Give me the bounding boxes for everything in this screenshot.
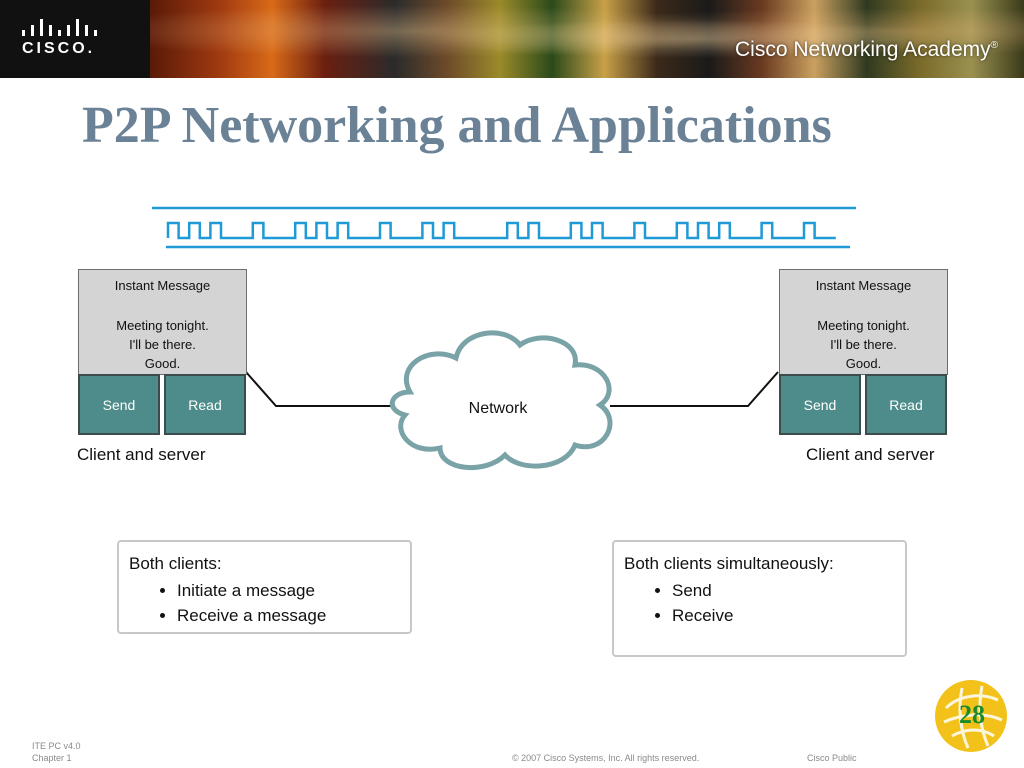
academy-name: Cisco Networking Academy® [735, 38, 998, 62]
right-message-body: Meeting tonight. I'll be there. Good. [780, 316, 947, 373]
list-item: Send [672, 578, 895, 603]
banner-photo-strip [150, 0, 1024, 78]
academy-name-text: Cisco Networking Academy [735, 38, 991, 61]
right-read-button[interactable]: Read [865, 374, 947, 435]
footer-course: ITE PC v4.0 [32, 741, 81, 751]
right-client-caption: Client and server [806, 445, 935, 464]
right-message-line: I'll be there. [830, 337, 897, 352]
list-item: Receive [672, 603, 895, 628]
cisco-logo: CISCO. [18, 18, 118, 62]
right-message-line: Good. [845, 356, 882, 371]
left-message-window: Instant Message Meeting tonight. I'll be… [78, 269, 247, 375]
info-box-list: Send Receive [624, 578, 895, 628]
info-box-heading: Both clients simultaneously: [624, 554, 834, 573]
footer-classification: Cisco Public [807, 753, 857, 763]
signal-waveform [166, 221, 836, 240]
right-message-window: Instant Message Meeting tonight. I'll be… [779, 269, 948, 375]
footer-copyright: © 2007 Cisco Systems, Inc. All rights re… [512, 753, 700, 763]
list-item: Initiate a message [177, 578, 400, 603]
page-number: 28 [959, 700, 985, 729]
info-box-list: Initiate a message Receive a message [129, 578, 400, 628]
info-box-heading: Both clients: [129, 554, 222, 573]
info-box-simultaneous: Both clients simultaneously: Send Receiv… [612, 540, 907, 657]
slide-title: P2P Networking and Applications [82, 97, 832, 154]
left-connection-line [245, 371, 392, 407]
left-send-button[interactable]: Send [78, 374, 160, 435]
cisco-wordmark: CISCO. [22, 40, 96, 57]
right-send-button[interactable]: Send [779, 374, 861, 435]
network-cloud-icon [390, 330, 613, 471]
cisco-bars-icon [22, 18, 100, 36]
list-item: Receive a message [177, 603, 400, 628]
registered-mark: ® [990, 40, 998, 51]
page-number-badge-icon [935, 680, 1007, 752]
left-message-line: Meeting tonight. [116, 318, 209, 333]
left-read-button[interactable]: Read [164, 374, 246, 435]
info-box-both-clients: Both clients: Initiate a message Receive… [117, 540, 412, 634]
footer-chapter: Chapter 1 [32, 753, 72, 763]
left-client-caption: Client and server [77, 445, 206, 464]
left-message-body: Meeting tonight. I'll be there. Good. [79, 316, 246, 373]
left-message-line: I'll be there. [129, 337, 196, 352]
network-label: Network [468, 400, 528, 417]
header-banner: CISCO. Cisco Networking Academy® [0, 0, 1024, 78]
left-message-header: Instant Message [114, 278, 211, 293]
right-connection-line [610, 371, 779, 407]
right-message-header: Instant Message [815, 278, 912, 293]
right-message-line: Meeting tonight. [817, 318, 910, 333]
left-message-line: Good. [144, 356, 181, 371]
